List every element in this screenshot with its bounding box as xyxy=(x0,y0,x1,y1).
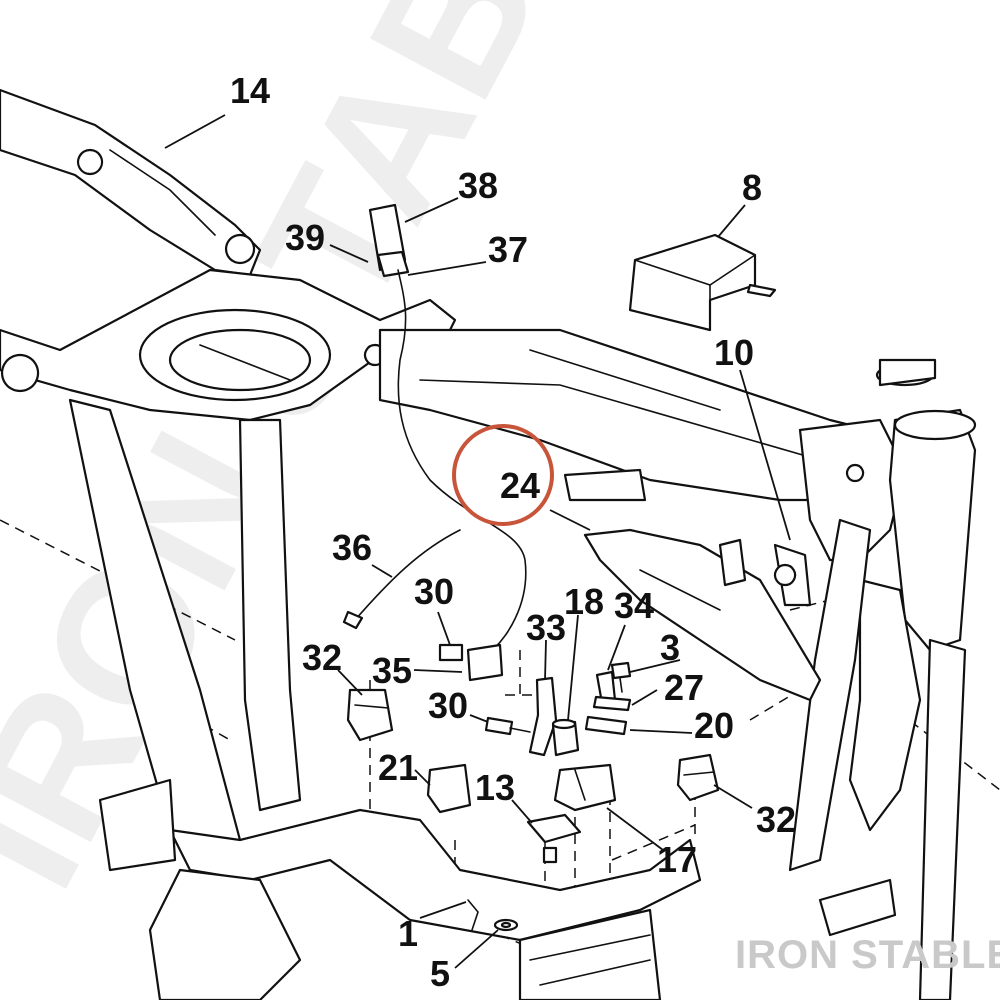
leader-lines xyxy=(164,114,791,969)
part-27-pad xyxy=(592,695,632,712)
part-36-strap xyxy=(342,529,461,630)
part-3-screw xyxy=(610,661,632,693)
part-5-washer xyxy=(493,918,519,932)
callout-27: 27 xyxy=(664,667,704,708)
callout-37: 37 xyxy=(488,229,528,270)
part-8-bracket xyxy=(628,233,777,332)
callout-17: 17 xyxy=(657,839,697,880)
callout-18: 18 xyxy=(564,581,604,622)
callout-3: 3 xyxy=(660,627,680,668)
frame-head-tube xyxy=(798,358,977,652)
part-13-plate xyxy=(526,813,582,864)
part-21-clip xyxy=(426,763,472,814)
callout-34: 34 xyxy=(614,585,654,626)
brand-watermark: IRON STABLE xyxy=(735,933,1000,977)
callout-24: 24 xyxy=(500,465,540,506)
callout-21: 21 xyxy=(378,747,418,788)
callout-labels: 14 38 39 37 8 10 24 36 30 32 35 33 18 34… xyxy=(230,70,796,994)
callout-20: 20 xyxy=(694,705,734,746)
highlight-circle xyxy=(452,424,554,526)
part-20-pad xyxy=(584,715,628,736)
part-33-bracket xyxy=(528,676,558,757)
callout-32-left: 32 xyxy=(302,637,342,678)
callout-33: 33 xyxy=(526,607,566,648)
part-32-clip-right xyxy=(676,753,720,802)
callout-32-right: 32 xyxy=(756,799,796,840)
callout-35: 35 xyxy=(372,650,412,691)
part-30-bolts xyxy=(484,716,531,736)
part-1-pin xyxy=(467,899,479,931)
callout-1: 1 xyxy=(398,913,418,954)
bracket-24 xyxy=(563,468,822,702)
callout-38: 38 xyxy=(458,165,498,206)
part-32-clip-left xyxy=(346,688,394,742)
frame-lower xyxy=(98,778,897,1000)
callout-10: 10 xyxy=(714,332,754,373)
callout-14: 14 xyxy=(230,70,270,111)
callout-30-upper: 30 xyxy=(414,571,454,612)
callout-30-lower: 30 xyxy=(428,685,468,726)
callout-5: 5 xyxy=(430,953,450,994)
callout-36: 36 xyxy=(332,527,372,568)
sensor-assembly xyxy=(368,203,527,682)
frame-downtubes xyxy=(68,398,967,1000)
part-17-mount xyxy=(553,763,617,812)
callout-13: 13 xyxy=(475,767,515,808)
callout-8: 8 xyxy=(742,167,762,208)
part-18-nut xyxy=(551,718,580,757)
callout-39: 39 xyxy=(285,217,325,258)
